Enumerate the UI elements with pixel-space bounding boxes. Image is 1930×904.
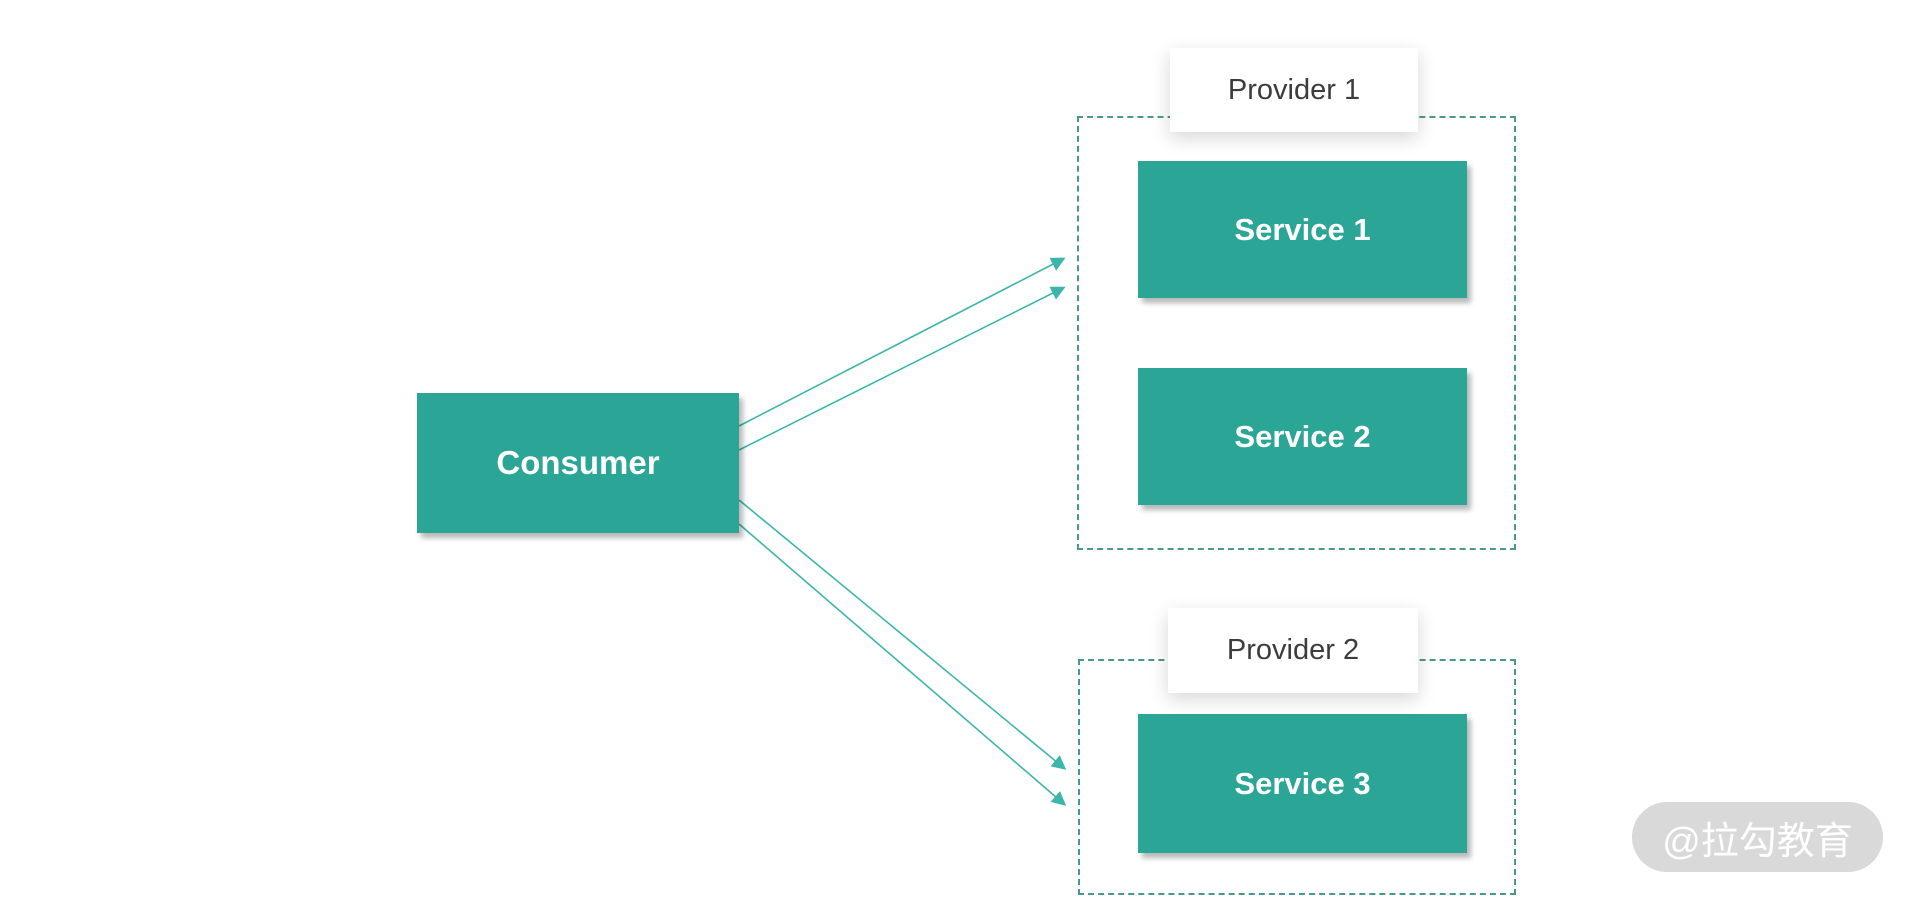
provider1-title-label: Provider 1 [1227, 73, 1361, 106]
arrow-consumer-to-provider2-a [738, 499, 1067, 770]
provider2-title: Provider 2 [1168, 608, 1418, 693]
provider2-title-label: Provider 2 [1226, 634, 1360, 666]
service1-node: Service 1 [1138, 161, 1467, 298]
arrow-consumer-to-provider2-b [738, 523, 1067, 806]
service3-node: Service 3 [1138, 714, 1467, 853]
service3-label: Service 3 [1234, 765, 1371, 801]
service2-label: Service 2 [1234, 418, 1371, 454]
arrow-consumer-to-provider1-b [738, 286, 1066, 451]
consumer-node: Consumer [417, 393, 739, 533]
provider1-title: Provider 1 [1170, 48, 1418, 132]
arrow-consumer-to-provider1-a [738, 257, 1066, 427]
watermark-badge: @拉勾教育 [1632, 802, 1883, 872]
service1-label: Service 1 [1234, 211, 1371, 247]
service2-node: Service 2 [1138, 368, 1467, 505]
watermark-text: @拉勾教育 [1662, 820, 1853, 863]
consumer-label: Consumer [496, 444, 660, 481]
